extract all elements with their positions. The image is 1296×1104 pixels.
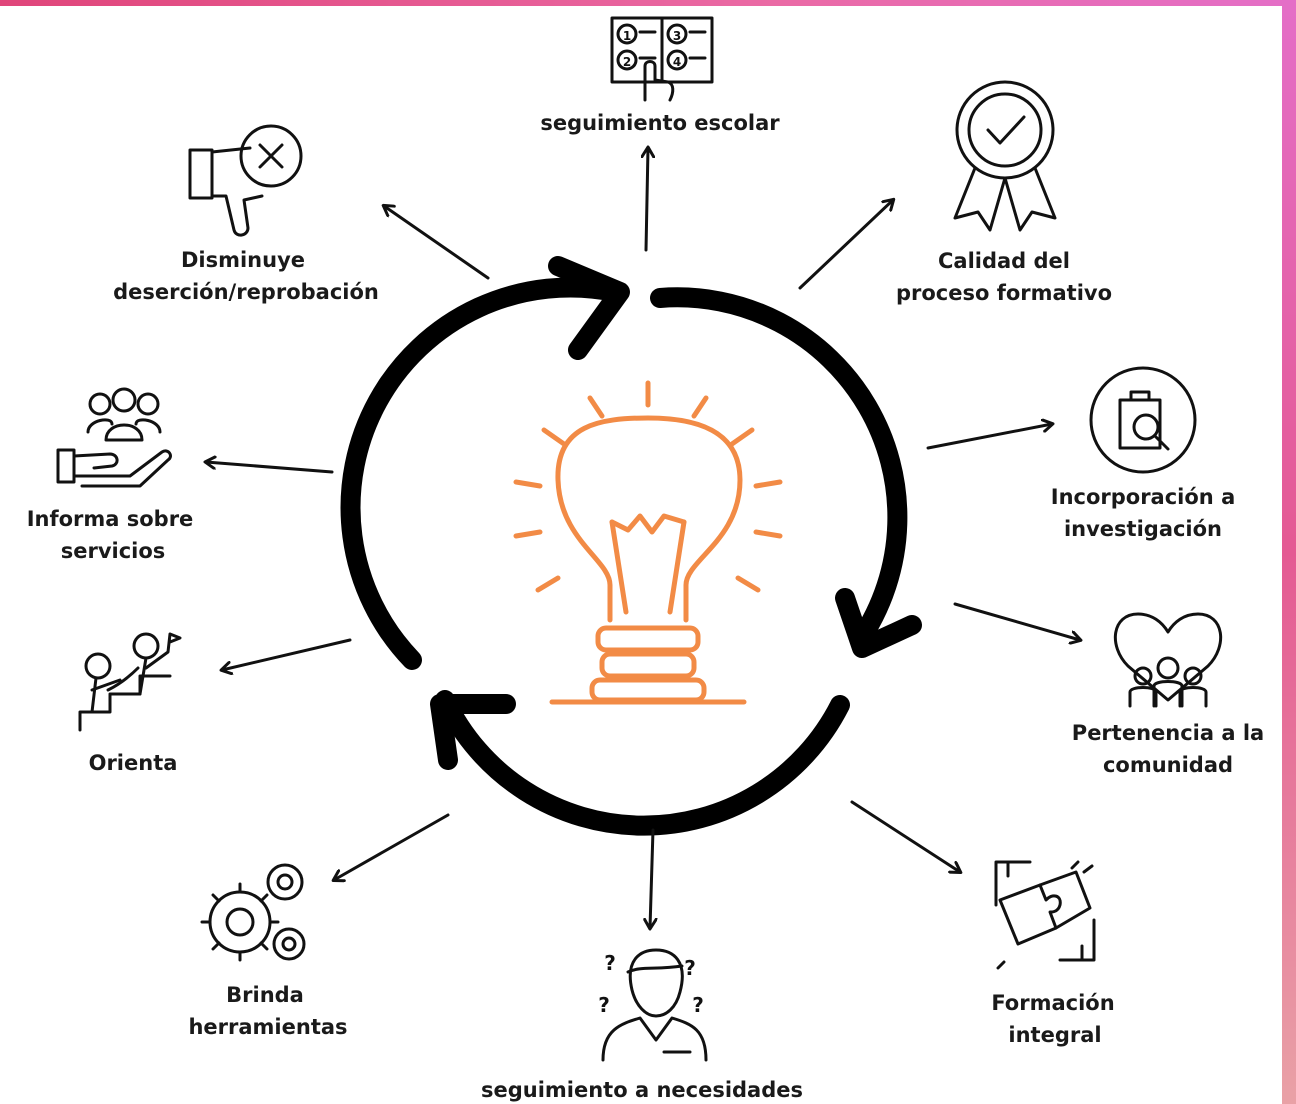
svg-text:?: ? [684, 956, 696, 980]
arrow-to-pertenencia [953, 602, 1080, 640]
svg-text:?: ? [598, 993, 610, 1017]
svg-text:?: ? [692, 993, 704, 1017]
heart-family-icon [1113, 612, 1223, 708]
clipboard-search-icon [1089, 366, 1197, 474]
label-informa-line1: Informa sobre [27, 507, 194, 531]
label-disminuye-line2: deserción/reprobación [113, 280, 379, 304]
award-ribbon-icon [953, 80, 1057, 232]
label-brinda-line2: herramientas [188, 1015, 347, 1039]
cycle-arc-bottom [435, 690, 850, 836]
node-orienta: Orienta [78, 632, 182, 775]
node-seguimiento-necesidades: ? ? ? ? seguimiento a necesidades [481, 948, 803, 1102]
cycle-arrowhead-right [835, 588, 922, 658]
label-pertenencia-line1: Pertenencia a la [1072, 721, 1264, 745]
puzzle-hands-icon [994, 860, 1096, 970]
node-seguimiento-escolar: 1 3 2 4 seguimiento escolar [540, 16, 780, 135]
node-incorporacion: Incorporación a investigación [1051, 366, 1236, 541]
thinking-person-icon: ? ? ? ? [598, 948, 708, 1062]
cycle-arc-left [340, 277, 625, 670]
arrow-to-seguimiento-escolar [646, 148, 648, 252]
arrow-to-informa [206, 462, 334, 474]
label-orienta: Orienta [89, 751, 178, 775]
node-formacion: Formación integral [991, 860, 1115, 1047]
node-disminuye: Disminuye deserción/reprobación [113, 124, 379, 304]
svg-text:3: 3 [673, 29, 681, 43]
label-pertenencia-line2: comunidad [1103, 753, 1233, 777]
label-brinda-line1: Brinda [226, 983, 304, 1007]
thumbs-down-x-icon [188, 124, 303, 237]
node-informa: Informa sobre servicios [27, 387, 194, 563]
node-pertenencia: Pertenencia a la comunidad [1072, 612, 1264, 777]
cycle-arc-right [650, 287, 908, 650]
label-calidad-line2: proceso formativo [896, 281, 1112, 305]
label-formacion-line2: integral [1008, 1023, 1101, 1047]
arrow-to-orienta [222, 638, 352, 670]
arrow-to-disminuye [384, 206, 490, 280]
arrow-to-formacion [850, 800, 960, 872]
label-formacion-line1: Formación [991, 991, 1114, 1015]
label-calidad-line1: Calidad del [938, 249, 1070, 273]
top-gradient-border [0, 0, 1296, 6]
cycle-arrowhead-left [548, 256, 630, 360]
label-incorporacion-line2: investigación [1064, 517, 1222, 541]
arrow-to-calidad [798, 200, 893, 290]
node-brinda: Brinda herramientas [188, 863, 348, 1039]
label-seguimiento-necesidades: seguimiento a necesidades [481, 1078, 803, 1102]
right-gradient-border [1282, 0, 1296, 1104]
arrow-to-incorporacion [926, 424, 1052, 450]
label-informa-line2: servicios [61, 539, 166, 563]
hand-group-icon [56, 387, 172, 488]
cycle-arrows [340, 256, 922, 836]
label-incorporacion-line1: Incorporación a [1051, 485, 1236, 509]
lightbulb-icon [513, 380, 783, 705]
gears-icon [200, 863, 306, 962]
cycle-arrowhead-bottom [430, 694, 516, 770]
arrow-to-seguimiento-necesidades [650, 828, 653, 928]
svg-text:?: ? [604, 951, 616, 975]
numbered-book-icon: 1 3 2 4 [610, 16, 714, 102]
connector-arrows [206, 148, 1080, 928]
svg-text:2: 2 [623, 55, 631, 69]
arrow-to-brinda [334, 813, 450, 880]
label-disminuye-line1: Disminuye [181, 248, 305, 272]
node-calidad: Calidad del proceso formativo [896, 80, 1112, 305]
svg-text:4: 4 [673, 55, 681, 69]
label-seguimiento-escolar: seguimiento escolar [540, 111, 780, 135]
svg-text:1: 1 [623, 29, 631, 43]
people-stairs-icon [78, 632, 182, 732]
